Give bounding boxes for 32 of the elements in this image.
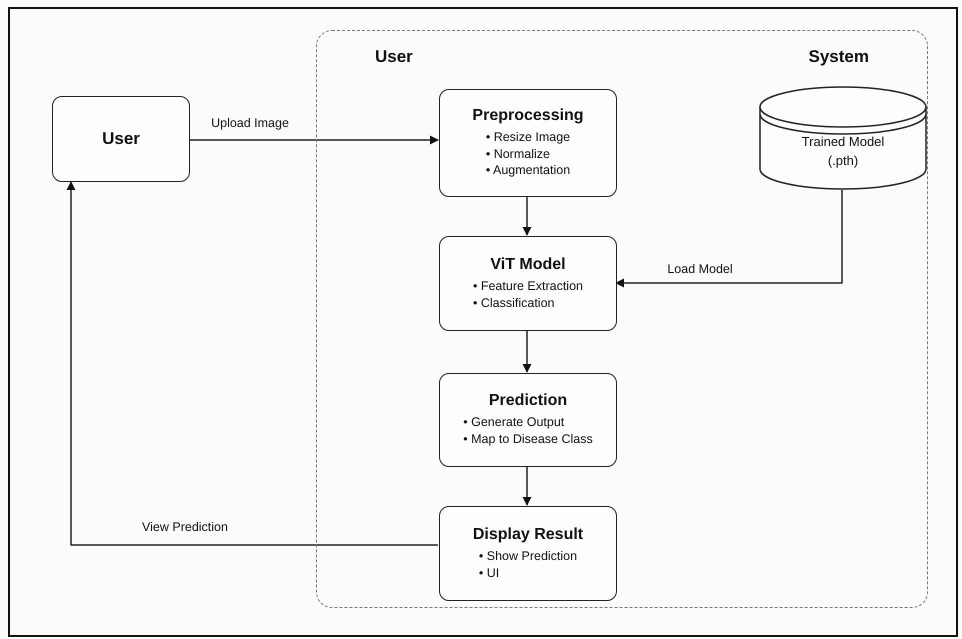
- node-title: ViT Model: [490, 256, 566, 274]
- bullet-item: • Generate Output: [463, 414, 566, 431]
- arrow: [522, 330, 532, 373]
- bullet-item: • Normalize: [486, 146, 551, 162]
- process-box: [439, 506, 617, 601]
- arrow: [190, 136, 439, 144]
- bullet-item: • Show Prediction: [478, 548, 578, 564]
- bullet-item: • Feature Extraction: [473, 278, 583, 294]
- node-title: Prediction: [488, 392, 568, 410]
- node-title: Display Result: [472, 526, 584, 544]
- lane-heading: System: [808, 47, 869, 67]
- edge-label: Upload Image: [211, 116, 289, 130]
- edge-label: Load Model: [667, 262, 733, 276]
- bullet-item: • UI: [478, 564, 500, 582]
- lane-heading: User: [375, 47, 413, 67]
- node-label: Trained Model (.pth): [800, 132, 886, 170]
- dashed-group: [316, 30, 928, 608]
- node-title: Preprocessing: [472, 106, 584, 125]
- arrow: [615, 190, 843, 288]
- process-box: [52, 96, 190, 182]
- arrow: [66, 181, 438, 546]
- bullet-item: • Classification: [473, 294, 556, 312]
- node-title: User: [102, 129, 140, 149]
- bullet-item: • Map to Disease Class: [463, 431, 593, 448]
- bullet-item: • Resize Image: [486, 128, 570, 146]
- arrow: [522, 196, 532, 236]
- arrow: [522, 466, 532, 506]
- edge-label: View Prediction: [142, 520, 228, 534]
- process-box: [439, 236, 617, 331]
- process-box: [439, 373, 617, 467]
- bullet-item: • Augmentation: [486, 162, 570, 180]
- process-box: [439, 89, 617, 197]
